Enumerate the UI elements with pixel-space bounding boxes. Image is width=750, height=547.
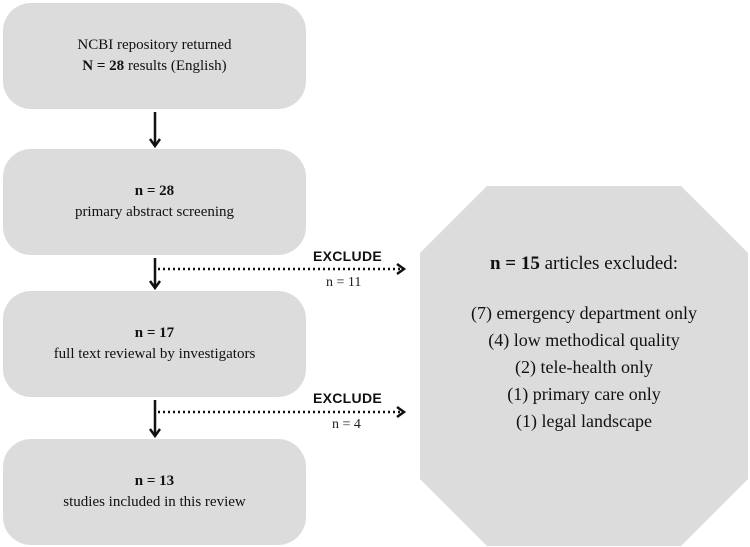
excluded-reason: (7) emergency department only bbox=[470, 303, 698, 323]
arrow-down-2 bbox=[148, 258, 162, 291]
excluded-reason: (1) legal landscape bbox=[516, 411, 652, 431]
step-box-full-text-review: n = 17 full text reviewal by investigato… bbox=[3, 291, 306, 397]
step-count: n = 13 bbox=[134, 473, 175, 489]
excluded-summary: n = 15 articles excluded: (7) emergency … bbox=[420, 186, 748, 546]
arrow-down-3 bbox=[148, 400, 162, 439]
step-box-abstract-screening: n = 28 primary abstract screening bbox=[3, 149, 306, 255]
exclude-arrow-2 bbox=[158, 405, 407, 419]
excluded-heading: n = 15 articles excluded: bbox=[489, 253, 679, 274]
exclude-arrow-1 bbox=[158, 262, 407, 276]
step-box-search: NCBI repository returned N = 28 results … bbox=[3, 3, 306, 109]
excluded-reason: (2) tele-health only bbox=[515, 357, 653, 377]
arrow-down-1 bbox=[148, 112, 162, 149]
exclude-label-2: EXCLUDE bbox=[313, 390, 382, 406]
step-label: studies included in this review bbox=[63, 494, 246, 510]
step-text-1: NCBI repository returned bbox=[77, 37, 232, 53]
excluded-octagon bbox=[420, 186, 748, 546]
step-label: full text reviewal by investigators bbox=[53, 346, 256, 362]
exclude-count-2: n = 4 bbox=[332, 417, 361, 432]
excluded-reason: (4) low methodical quality bbox=[488, 330, 680, 350]
step-text-2: N = 28 results (English) bbox=[82, 58, 227, 74]
step-box-included: n = 13 studies included in this review bbox=[3, 439, 306, 545]
exclude-count-1: n = 11 bbox=[326, 275, 362, 290]
step-count: n = 17 bbox=[134, 325, 175, 341]
excluded-reason: (1) primary care only bbox=[507, 384, 661, 404]
step-label: primary abstract screening bbox=[74, 204, 235, 220]
step-count: n = 28 bbox=[134, 183, 175, 199]
exclude-label-1: EXCLUDE bbox=[313, 248, 382, 264]
